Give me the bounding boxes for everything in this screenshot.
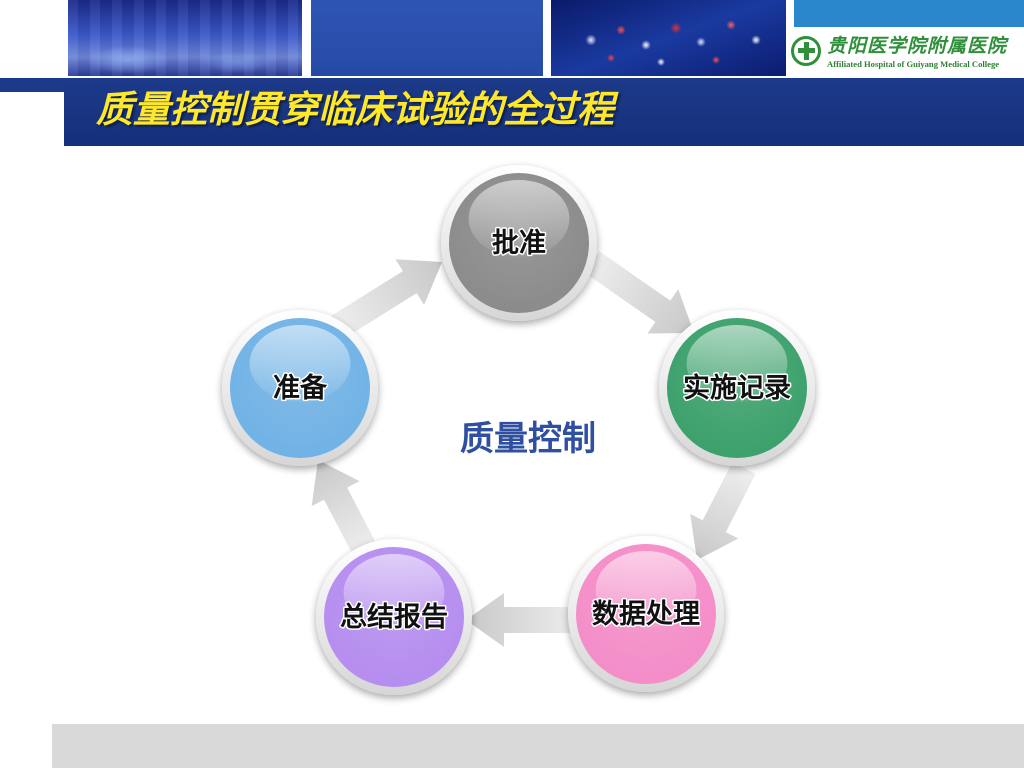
arrow-report-to-prepare: [311, 459, 377, 557]
green-cross-emblem-icon: [791, 36, 821, 66]
title-bar-accent: [0, 78, 64, 92]
node-report-gloss: [343, 554, 445, 631]
node-data: 数据处理: [568, 536, 724, 692]
node-record: 实施记录: [659, 310, 815, 466]
arrow-approval-to-record: [584, 251, 695, 334]
arrow-record-to-data: [690, 462, 756, 561]
node-report: 总结报告: [316, 539, 472, 695]
node-prepare-label: 准备: [273, 373, 328, 404]
page-title: 质量控制贯穿临床试验的全过程: [96, 88, 614, 131]
title-left-gap: [0, 92, 64, 146]
title-bar: [0, 78, 1024, 146]
header-photo-sky: [794, 0, 1024, 27]
header-photo-glassware: [68, 0, 302, 76]
hospital-name-en: Affiliated Hospital of Guiyang Medical C…: [827, 59, 1000, 69]
node-prepare-gloss: [249, 325, 351, 402]
node-prepare: 准备: [222, 310, 378, 466]
node-record-gloss: [686, 325, 788, 402]
arrow-prepare-to-approval: [331, 259, 443, 339]
header-photo-dna: [551, 0, 786, 76]
node-report-label: 总结报告: [340, 602, 448, 633]
header-photo-blue-panel: [311, 0, 543, 76]
node-approval-label: 批准: [492, 228, 546, 259]
hospital-logo: 贵阳医学院附属医院 Affiliated Hospital of Guiyang…: [787, 28, 1024, 78]
node-data-gloss: [595, 551, 697, 628]
node-data-label: 数据处理: [592, 599, 700, 630]
node-approval-gloss: [468, 180, 570, 257]
center-label: 质量控制: [460, 419, 596, 459]
node-record-label: 实施记录: [683, 372, 791, 404]
node-approval: 批准: [441, 165, 597, 321]
arrow-data-to-report: [466, 593, 580, 647]
footer-band: [52, 724, 1024, 768]
hospital-name-cn: 贵阳医学院附属医院: [827, 35, 1008, 57]
